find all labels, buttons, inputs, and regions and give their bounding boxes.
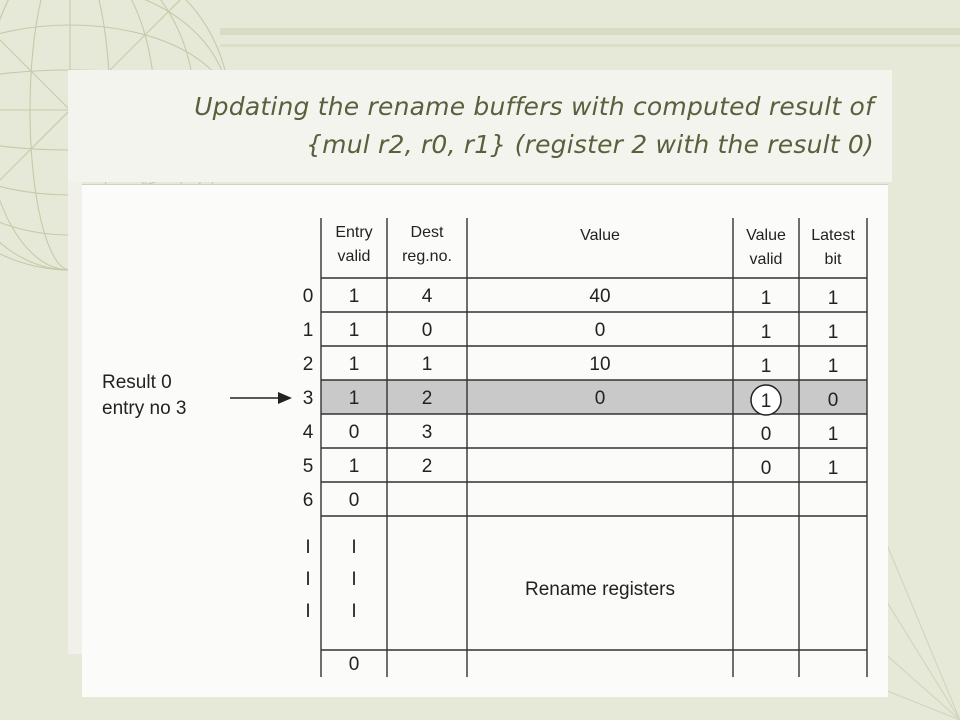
result-label-line-1: Result 0 [102,372,172,393]
cell-latest: 0 [828,390,839,411]
cell-latest: 1 [828,288,839,309]
cell-value-valid: 1 [761,391,772,412]
cell-dest: 2 [422,456,433,477]
cell-dest: 0 [422,320,433,341]
cell-value: 40 [589,286,610,307]
result-label-line-2: entry no 3 [102,398,187,419]
header-entry-valid-2: valid [338,248,371,265]
ellipsis-entry: I [351,569,356,590]
cell-latest: 1 [828,458,839,479]
ellipsis-index: I [305,569,310,590]
row-index: 6 [303,490,314,511]
header-value: Value [580,227,620,244]
ellipsis-entry: I [351,537,356,558]
side-panel [68,182,82,654]
cell-dest: 1 [422,354,433,375]
cell-latest: 1 [828,322,839,343]
cell-entry-valid: 1 [349,354,360,375]
rename-buffer-figure: Entry valid Dest reg.no. Value Value val… [82,184,888,697]
header-entry-valid-1: Entry [335,224,372,241]
cell-value-valid: 0 [761,424,772,445]
title-line-2: {mul r2, r0, r1} (register 2 with the re… [306,130,874,159]
result-arrow-head [278,392,292,404]
row-index: 3 [303,388,314,409]
cell-value-valid: 1 [761,356,772,377]
cell-entry-valid: 1 [349,286,360,307]
cell-value: 10 [589,354,610,375]
rename-buffer-diagram: Entry valid Dest reg.no. Value Value val… [102,218,868,677]
cell-dest: 4 [422,286,433,307]
row-index: 5 [303,456,314,477]
cell-latest: 1 [828,356,839,377]
table-grid [320,218,868,677]
header-value-valid-1: Value [746,227,786,244]
cell-entry-valid: 1 [349,456,360,477]
cell-latest: 1 [828,424,839,445]
cell-value: 0 [595,388,606,409]
row-index: 4 [303,422,314,443]
last-entry-valid: 0 [349,654,360,675]
ellipsis-index: I [305,537,310,558]
row-index: 2 [303,354,314,375]
slide-title: Updating the rename buffers with compute… [54,88,874,164]
header-latest-2: bit [825,251,842,268]
header-dest-1: Dest [411,224,444,241]
title-panel [68,70,892,182]
rename-registers-label: Rename registers [525,579,675,600]
ellipsis-index: I [305,601,310,622]
header-dest-2: reg.no. [402,248,452,265]
value-valid-circle [750,384,782,416]
cell-value-valid: 1 [761,288,772,309]
cell-value: 0 [595,320,606,341]
row-index: 0 [303,286,314,307]
cell-value-valid: 1 [761,322,772,343]
cell-dest: 2 [422,388,433,409]
header-latest-1: Latest [811,227,855,244]
cell-value-valid: 0 [761,458,772,479]
header-value-valid-2: valid [750,251,783,268]
cell-entry-valid: 0 [349,490,360,511]
cell-entry-valid: 0 [349,422,360,443]
title-line-1: Updating the rename buffers with compute… [194,92,874,121]
cell-entry-valid: 1 [349,320,360,341]
cell-entry-valid: 1 [349,388,360,409]
ellipsis-entry: I [351,601,356,622]
row-index: 1 [303,320,314,341]
cell-dest: 3 [422,422,433,443]
